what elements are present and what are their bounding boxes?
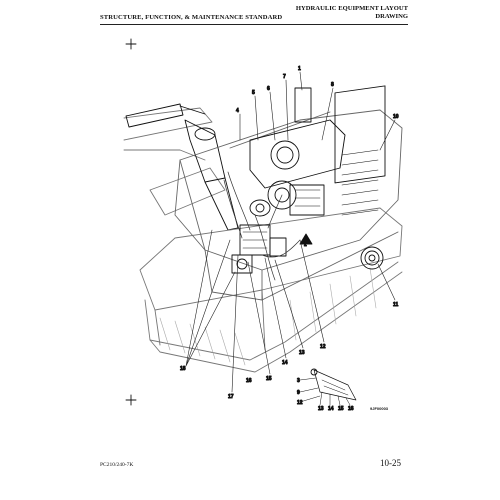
callout-10: 10 bbox=[393, 114, 399, 120]
inset-callout-13: 13 bbox=[318, 406, 324, 412]
registration-mark-bottom bbox=[125, 394, 137, 406]
inset-callout-14: 14 bbox=[328, 406, 334, 412]
inset-callout-16: 16 bbox=[348, 406, 354, 412]
page-topic: HYDRAULIC EQUIPMENT LAYOUT DRAWING bbox=[296, 5, 408, 21]
callout-12: 12 bbox=[320, 344, 326, 350]
callout-17: 17 bbox=[228, 394, 234, 400]
hydraulic-hoses bbox=[223, 171, 301, 281]
figure-id: 9JF00003 bbox=[370, 406, 389, 411]
main-pump bbox=[267, 180, 325, 216]
track-frame bbox=[139, 207, 403, 373]
inset-callouts: 3 9 12 13 14 15 16 bbox=[297, 378, 355, 413]
page-topic-line2: DRAWING bbox=[375, 13, 408, 20]
inset-callout-15: 15 bbox=[338, 406, 344, 412]
callout-6: 6 bbox=[267, 86, 270, 92]
callout-7: 7 bbox=[283, 74, 286, 80]
callout-1: 1 bbox=[298, 66, 301, 72]
radiator bbox=[334, 85, 386, 216]
callout-18: 18 bbox=[180, 366, 186, 372]
swing-motor bbox=[231, 254, 253, 274]
swivel-joint bbox=[249, 199, 271, 217]
section-title: STRUCTURE, FUNCTION, & MAINTENANCE STAND… bbox=[100, 14, 283, 21]
header-rule bbox=[100, 24, 408, 25]
inset-valve-detail bbox=[299, 368, 357, 406]
callout-8: 8 bbox=[331, 82, 334, 88]
callout-15: 15 bbox=[266, 376, 272, 382]
inset-callout-9: 9 bbox=[297, 390, 300, 396]
callout-14: 14 bbox=[282, 360, 288, 366]
travel-motor bbox=[360, 246, 384, 270]
boom-cylinder bbox=[125, 103, 239, 231]
arrow-marker bbox=[299, 233, 313, 245]
callout-5: 5 bbox=[252, 90, 255, 96]
registration-mark-top bbox=[125, 38, 137, 50]
inset-callout-3: 3 bbox=[297, 378, 300, 384]
footer-model: PC210/240-7K bbox=[100, 462, 134, 468]
engine-block bbox=[249, 87, 346, 189]
page-number: 10-25 bbox=[380, 458, 401, 468]
callout-2: 2 bbox=[304, 242, 307, 248]
boom-outline bbox=[123, 107, 226, 216]
callout-16: 16 bbox=[246, 378, 252, 384]
page-topic-line1: HYDRAULIC EQUIPMENT LAYOUT bbox=[295, 5, 408, 12]
upper-structure bbox=[174, 109, 403, 301]
callout-13: 13 bbox=[299, 350, 305, 356]
inset-callout-12: 12 bbox=[297, 400, 303, 406]
callout-labels: 4 5 6 7 1 8 10 11 2 12 13 14 15 16 17 18 bbox=[180, 66, 400, 401]
control-valve bbox=[239, 224, 287, 257]
callout-4: 4 bbox=[236, 108, 239, 114]
leader-lines bbox=[185, 71, 396, 393]
callout-11: 11 bbox=[393, 302, 399, 308]
